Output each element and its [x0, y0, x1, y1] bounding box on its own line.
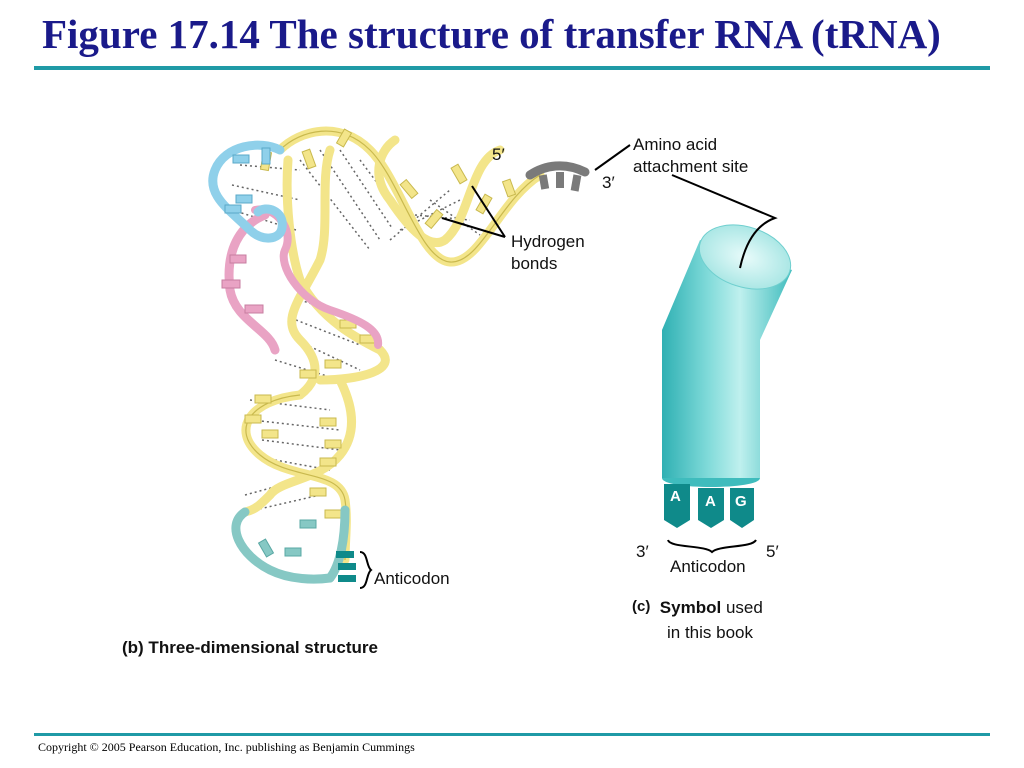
symbol-base-2: A [705, 493, 716, 510]
symbol-cylinder-top [698, 224, 792, 290]
label-anticodon-3d: Anticodon [374, 569, 450, 588]
trna-symbol [662, 174, 792, 554]
hydrogen-bond-dots [231, 149, 481, 511]
copyright-notice: Copyright © 2005 Pearson Education, Inc.… [38, 740, 415, 754]
symbol-label-5-prime: 5′ [766, 542, 779, 561]
caption-symbol: (c) Symbol used in this book [632, 596, 763, 645]
caption-symbol-rest: used [725, 598, 763, 617]
label-amino-line2: attachment site [633, 157, 749, 176]
symbol-anticodon-brace [667, 539, 757, 554]
yellow-strand [240, 126, 545, 565]
three-prime-end [525, 144, 631, 192]
anticodon-loop [231, 505, 373, 589]
footer-divider [34, 733, 990, 736]
label-amino-acid-site: Amino acid attachment site [633, 134, 748, 178]
blue-strand [208, 140, 287, 243]
symbol-base-3: G [735, 493, 747, 510]
hydrogen-bonds-pointer [441, 185, 506, 238]
caption-letter-c: (c) [632, 598, 651, 615]
anticodon-bases [336, 551, 356, 582]
title-divider [34, 66, 990, 70]
symbol-label-anticodon: Anticodon [670, 557, 746, 576]
symbol-label-3-prime: 3′ [636, 542, 649, 561]
caption-three-dimensional: (b) Three-dimensional structure [122, 638, 378, 657]
label-amino-line1: Amino acid [633, 135, 718, 154]
symbol-base-1: A [670, 488, 681, 505]
label-3-prime: 3′ [602, 173, 615, 192]
slide-title: Figure 17.14 The structure of transfer R… [42, 11, 941, 57]
label-5-prime: 5′ [492, 145, 505, 164]
label-hydrogen-bonds: Hydrogen bonds [511, 231, 585, 275]
symbol-cylinder-body [662, 240, 792, 478]
caption-symbol-line2: in this book [667, 623, 753, 642]
label-hydrogen-line2: bonds [511, 254, 558, 273]
symbol-anticodon-prongs [664, 484, 754, 528]
anticodon-brace [359, 551, 373, 589]
attachment-pointer [671, 174, 778, 269]
trna-3d-structure [208, 126, 631, 589]
caption-symbol-bold: Symbol [659, 598, 722, 617]
label-hydrogen-line1: Hydrogen [511, 232, 585, 251]
